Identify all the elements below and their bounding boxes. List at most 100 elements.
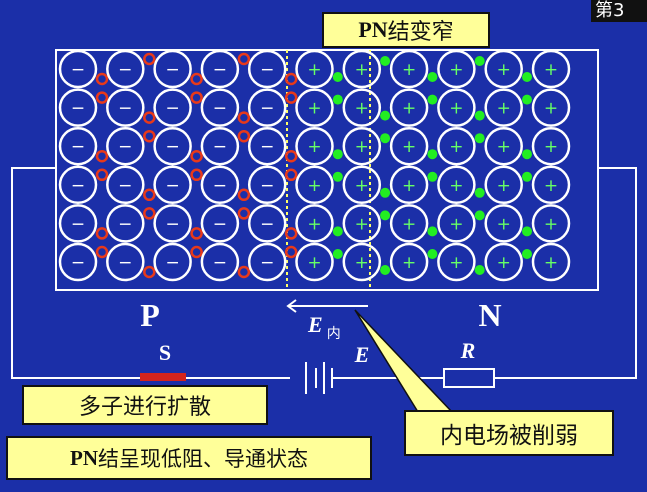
- negative-ion-sign: −: [213, 214, 227, 234]
- free-electron: [474, 56, 485, 66]
- positive-ion-sign: +: [544, 137, 558, 157]
- free-electron: [380, 265, 391, 275]
- positive-ion: [531, 49, 571, 89]
- negative-ion-sign: −: [118, 60, 132, 80]
- positive-ion: [531, 242, 571, 282]
- positive-ion: [295, 126, 334, 166]
- free-electron: [427, 94, 438, 105]
- negative-ion-sign: −: [260, 99, 274, 119]
- hole: [237, 129, 251, 143]
- negative-ion: [58, 49, 98, 89]
- hole: [143, 188, 156, 202]
- free-electron: [522, 249, 532, 259]
- negative-ion-sign: −: [165, 137, 179, 157]
- free-electron: [427, 249, 438, 259]
- negative-ion-sign: −: [213, 176, 227, 196]
- negative-ion: [153, 242, 192, 282]
- positive-ion-sign: +: [307, 214, 321, 234]
- negative-ion: [58, 165, 98, 205]
- positive-ion-sign: +: [307, 99, 321, 119]
- negative-ion: [58, 204, 98, 243]
- hole: [237, 265, 251, 279]
- positive-ion-sign: +: [544, 60, 558, 80]
- hole: [284, 168, 298, 182]
- free-electron: [474, 110, 485, 121]
- positive-ion-sign: +: [497, 176, 511, 196]
- hole: [190, 227, 203, 240]
- negative-ion-sign: −: [71, 137, 85, 157]
- negative-ion: [200, 165, 240, 205]
- positive-ion-sign: +: [497, 60, 511, 80]
- positive-ion: [342, 88, 382, 127]
- negative-ion: [58, 242, 98, 282]
- positive-ion: [531, 88, 571, 127]
- positive-ion: [389, 242, 429, 282]
- callout-pointer: [354, 309, 454, 413]
- negative-ion-sign: −: [71, 60, 85, 80]
- title-strong: PN: [358, 17, 388, 42]
- negative-ion: [153, 165, 192, 205]
- positive-ion-sign: +: [402, 214, 416, 234]
- positive-ion: [531, 204, 571, 243]
- ion-lattice: −−−−−++++++−−−−−++++++−−−−−++++++−−−−−++…: [58, 49, 571, 282]
- positive-ion-sign: +: [355, 214, 369, 234]
- negative-ion-sign: −: [71, 253, 85, 273]
- positive-ion-sign: +: [449, 176, 463, 196]
- positive-ion: [484, 165, 523, 205]
- negative-ion-sign: −: [165, 60, 179, 80]
- free-electron: [332, 149, 343, 160]
- negative-ion-sign: −: [260, 253, 274, 273]
- hole: [284, 91, 298, 104]
- hole: [237, 188, 251, 202]
- positive-ion: [531, 126, 571, 166]
- positive-ion-sign: +: [355, 176, 369, 196]
- negative-ion-sign: −: [71, 214, 85, 234]
- free-electron: [380, 210, 391, 221]
- negative-ion: [200, 49, 240, 89]
- hole: [95, 149, 109, 163]
- positive-ion: [437, 242, 476, 282]
- hole: [143, 207, 156, 220]
- positive-ion: [484, 126, 523, 166]
- hole: [284, 149, 298, 163]
- negative-ion: [247, 165, 287, 205]
- positive-ion: [295, 242, 334, 282]
- positive-ion-sign: +: [355, 99, 369, 119]
- positive-ion: [295, 49, 334, 89]
- free-electron: [332, 72, 343, 82]
- free-electron: [427, 171, 438, 182]
- negative-ion-sign: −: [71, 99, 85, 119]
- negative-ion-sign: −: [118, 176, 132, 196]
- region-label-n: N: [478, 297, 501, 333]
- positive-ion: [342, 126, 382, 166]
- battery-label: E: [354, 342, 370, 367]
- free-electron: [427, 226, 438, 237]
- slide-number: 第3: [591, 0, 647, 22]
- negative-ion-sign: −: [165, 99, 179, 119]
- free-electron: [474, 133, 485, 144]
- positive-ion-sign: +: [544, 214, 558, 234]
- hole: [190, 91, 203, 104]
- hole: [284, 227, 298, 240]
- positive-ion: [437, 49, 476, 89]
- positive-ion-sign: +: [307, 137, 321, 157]
- positive-ion-sign: +: [497, 214, 511, 234]
- positive-ion: [342, 204, 382, 243]
- free-electron: [427, 149, 438, 160]
- negative-ion-sign: −: [213, 99, 227, 119]
- negative-ion: [58, 126, 98, 166]
- free-electron: [380, 110, 391, 121]
- callout-field-weakened-text: 内电场被削弱: [440, 423, 578, 449]
- switch[interactable]: [140, 373, 186, 381]
- free-electron: [380, 56, 391, 66]
- free-electron: [522, 226, 532, 237]
- hole: [237, 207, 251, 220]
- free-electron: [474, 187, 485, 198]
- negative-ion: [153, 88, 192, 127]
- internal-field-label: E 内: [307, 312, 341, 342]
- positive-ion-sign: +: [497, 99, 511, 119]
- hole: [143, 111, 156, 124]
